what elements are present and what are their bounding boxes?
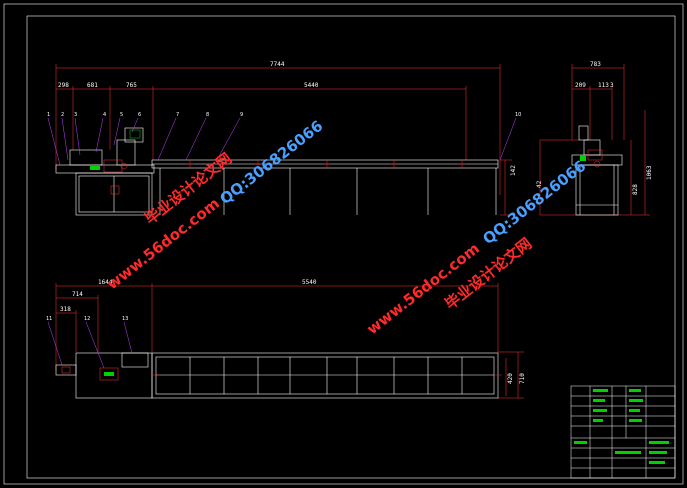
plan-dim-5540: 5540 [302,279,317,286]
watermark-right: www.56doc.com 毕业设计论文网 QQ:306826066 [363,157,589,338]
balloon-11: 11 [46,316,52,322]
centerline-marks [186,160,466,168]
balloon-5: 5 [120,112,123,118]
title-block-fill [574,389,669,464]
side-view-dimensions [539,64,650,216]
leader-lines [47,117,517,166]
balloon-12: 12 [84,316,90,322]
watermark-left: 毕业设计论文网 www.56doc.com QQ:306826066 [103,117,326,293]
dim-298: 298 [58,82,69,89]
plan-dim-710: 710 [519,373,526,384]
conveyor-legs [159,168,497,215]
side-dim-113: 113 [598,82,609,89]
side-dim-1063: 1063 [646,165,653,180]
balloon-9: 9 [240,112,243,118]
balloon-6: 6 [138,112,141,118]
plan-dim-318: 318 [60,306,71,313]
overall-length-dimension [55,64,501,195]
side-dim-width: 783 [590,61,601,68]
dim-5440: 5440 [304,82,319,89]
title-block [570,385,676,479]
front-view: 7744 298 681 765 5440 [47,61,543,216]
overall-length-label: 7744 [270,61,285,68]
dim-765: 765 [126,82,137,89]
plan-dim-714: 714 [72,291,83,298]
balloon-2: 2 [61,112,64,118]
balloon-1: 1 [47,112,50,118]
balloon-13: 13 [122,316,128,322]
plan-cross-members [189,357,463,394]
plan-dim-420: 420 [507,373,514,384]
balloon-10: 10 [515,112,521,118]
side-view: 783 209 113 3 828 1063 [539,61,653,216]
plan-view: 1644 714 318 5540 420 710 [46,279,526,399]
balloon-3: 3 [74,112,77,118]
plan-leader-lines [47,321,133,369]
balloon-8: 8 [206,112,209,118]
balloon-4: 4 [103,112,106,118]
plan-machine-details [61,366,119,381]
side-dim-828: 828 [632,184,639,195]
drawing-frame-inner [26,15,676,479]
dim-height-right-2: 42 [536,180,543,188]
height-dimension-right [500,159,512,216]
dim-height-right: 142 [510,165,517,176]
side-view-frame [571,125,623,216]
side-dim-3: 3 [610,82,614,89]
side-dim-209: 209 [575,82,586,89]
plan-conveyor [151,352,499,399]
machine-body [55,127,155,216]
machine-details [90,129,141,195]
drawing-frame-outer [3,3,684,485]
balloon-7: 7 [176,112,179,118]
plan-dim-1644: 1644 [98,279,113,286]
segment-dimensions [56,86,467,160]
plan-view-dimensions [55,283,524,399]
side-view-details [580,149,603,168]
dim-681: 681 [87,82,98,89]
